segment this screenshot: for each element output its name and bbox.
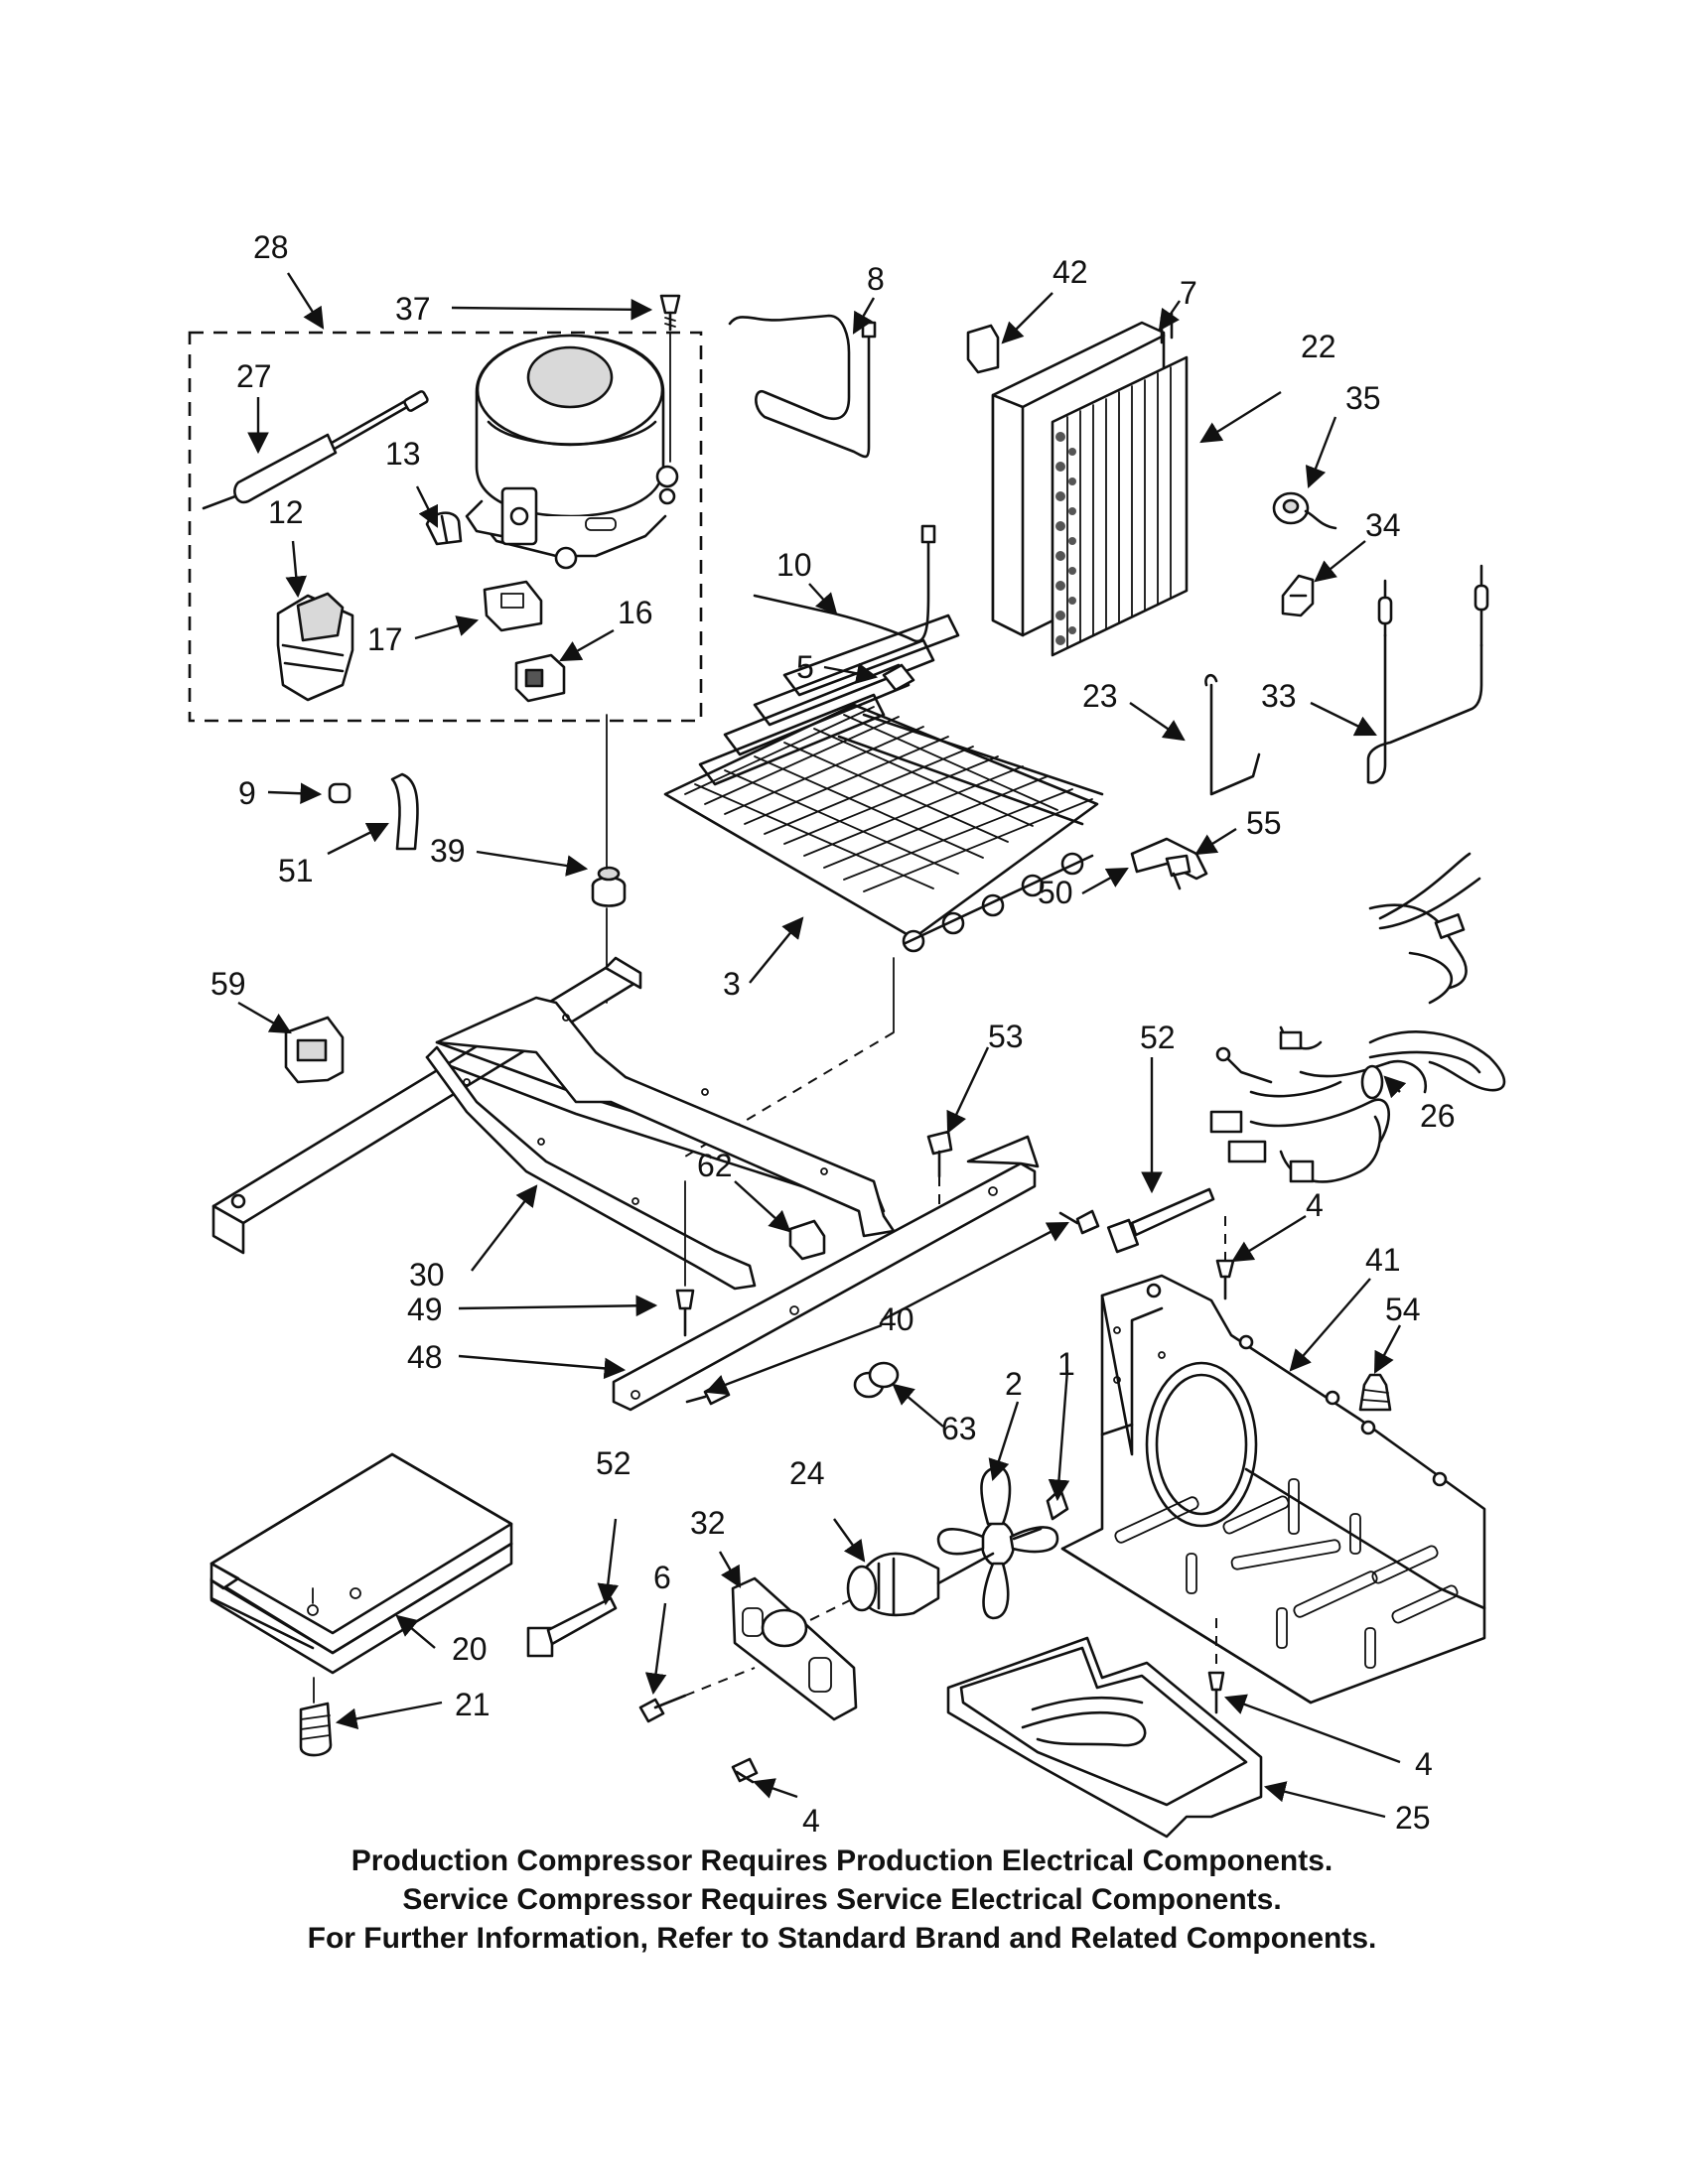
drain-pan-25 [946,1636,1263,1839]
label-52-lower: 52 [596,1445,632,1481]
part-labels: 28 37 8 42 7 22 27 35 13 34 12 10 17 16 … [210,229,1456,1839]
bracket-34 [1281,574,1315,617]
note-line-1: Production Compressor Requires Productio… [351,1844,1333,1877]
condenser-22 [991,312,1189,657]
harness-26 [1209,852,1506,1183]
label-23: 23 [1082,678,1118,714]
label-42: 42 [1052,254,1088,290]
coil-3 [663,614,1104,1158]
label-3: 3 [723,966,741,1002]
fan-motor-24 [846,1552,995,1617]
screw-4c [731,1757,759,1784]
label-33: 33 [1261,678,1297,714]
cover-17 [483,580,543,632]
label-17: 17 [367,621,403,657]
label-62: 62 [697,1148,733,1183]
label-12: 12 [268,494,304,530]
grommet-39 [591,866,627,907]
label-55: 55 [1246,805,1282,841]
brace-40 [612,1135,1040,1412]
base-rails-30 [211,956,896,1291]
label-28: 28 [253,229,289,265]
drier-27 [202,390,429,510]
label-21: 21 [455,1687,491,1722]
label-53: 53 [988,1019,1024,1054]
label-8: 8 [867,261,885,297]
compressor-kit-box [188,331,703,723]
label-27: 27 [236,358,272,394]
overload-16 [514,653,566,703]
screw-53 [926,1130,953,1178]
label-6: 6 [653,1560,671,1595]
tie-52b [526,1596,618,1658]
note-line-3: For Further Information, Refer to Standa… [307,1922,1377,1955]
label-50: 50 [1038,875,1073,910]
label-4-right: 4 [1415,1746,1433,1782]
label-4-upper: 4 [1306,1187,1324,1223]
clip-62 [788,1219,826,1261]
label-16: 16 [618,595,653,630]
part-35 [1272,491,1337,530]
label-49: 49 [407,1292,443,1327]
label-30: 30 [409,1257,445,1293]
label-2: 2 [1005,1366,1023,1402]
label-13: 13 [385,436,421,472]
hook-23 [1204,673,1261,796]
fan-blade-2 [936,1465,1059,1620]
label-25: 25 [1395,1800,1431,1836]
label-41: 41 [1365,1242,1401,1278]
label-48: 48 [407,1339,443,1375]
tube-8 [728,314,877,459]
screw-37 [659,294,681,332]
label-54: 54 [1385,1292,1421,1327]
bracket-42 [966,324,1000,374]
label-40: 40 [879,1301,914,1337]
clip-5 [882,663,915,692]
screw-6 [638,1694,687,1723]
screw-4b [1207,1618,1225,1714]
label-35: 35 [1345,380,1381,416]
leader-arrows [237,272,1407,1819]
compressor [465,334,679,570]
label-59: 59 [210,966,246,1002]
label-7: 7 [1180,275,1197,311]
foot-21 [299,1677,333,1757]
label-20: 20 [452,1631,488,1667]
motor-bracket-32 [731,1576,858,1721]
label-5: 5 [796,649,814,685]
tie-52a [1106,1187,1215,1254]
screw-49 [675,1180,695,1337]
screw-55 [1165,854,1192,890]
fan-bracket-41 [1060,1274,1486,1705]
relay-12 [276,592,354,702]
label-52-upper: 52 [1140,1020,1176,1055]
label-32: 32 [690,1505,726,1541]
label-51: 51 [278,853,314,888]
label-26: 26 [1420,1098,1456,1134]
screw-40b [1058,1209,1100,1235]
plate-20 [210,1452,513,1675]
label-37: 37 [395,291,431,327]
tubes-33 [1366,564,1489,784]
part-63 [853,1361,900,1399]
label-24: 24 [789,1455,825,1491]
tube-51 [390,772,419,851]
label-22: 22 [1301,329,1336,364]
plug-9 [328,782,351,804]
label-4-lower: 4 [802,1803,820,1839]
tube-10 [753,524,936,643]
label-63: 63 [941,1411,977,1446]
label-39: 39 [430,833,466,869]
screw-4a [1215,1259,1235,1300]
label-9: 9 [238,775,256,811]
connector-54 [1358,1373,1392,1412]
clip-59 [284,1016,345,1084]
label-10: 10 [776,547,812,583]
note-line-2: Service Compressor Requires Service Elec… [402,1883,1282,1916]
label-1: 1 [1057,1346,1075,1382]
label-34: 34 [1365,507,1401,543]
